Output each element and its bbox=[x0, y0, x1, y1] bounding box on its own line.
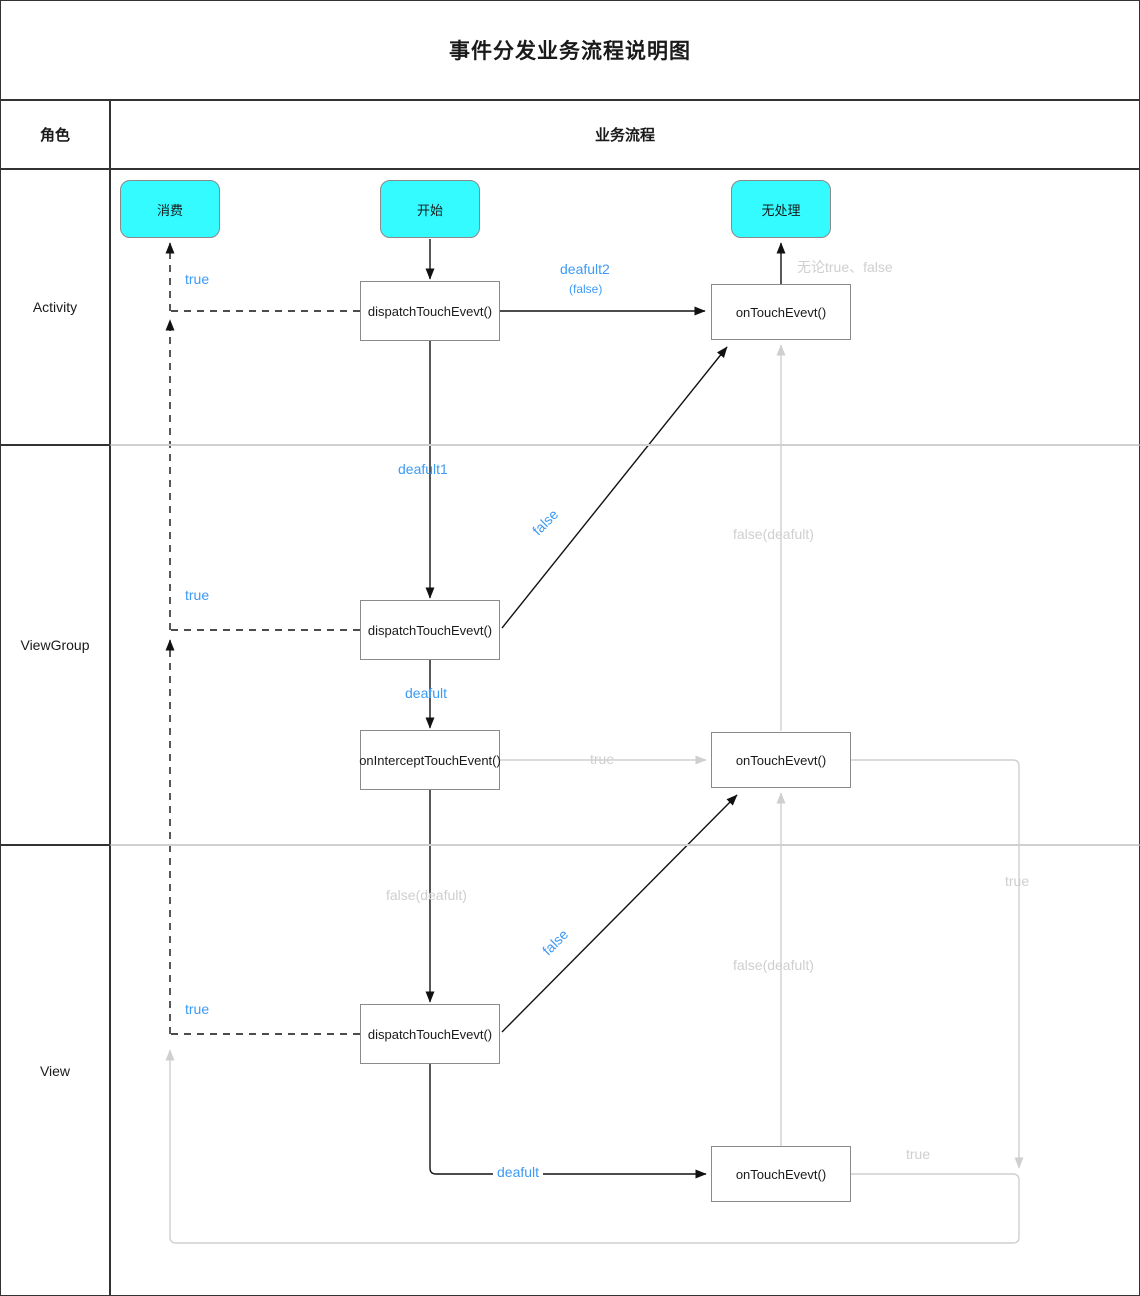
node-consume[interactable]: 消费 bbox=[120, 180, 220, 238]
header-flow-label: 业务流程 bbox=[594, 127, 655, 144]
edge-label-viewgroup-true: true bbox=[185, 587, 210, 603]
lane-view-text: View bbox=[39, 1062, 71, 1079]
node-activity-ontouch-label: onTouchEvevt() bbox=[735, 304, 827, 320]
title-cell: 事件分发业务流程说明图 bbox=[0, 0, 1140, 100]
lane-viewgroup-text: ViewGroup bbox=[20, 637, 90, 653]
edge-label-deafult-intercept: deafult bbox=[405, 685, 448, 701]
node-view-ontouch[interactable]: onTouchEvevt() bbox=[711, 1146, 851, 1202]
node-activity-ontouch[interactable]: onTouchEvevt() bbox=[711, 284, 851, 340]
node-no-handle[interactable]: 无处理 bbox=[731, 180, 831, 238]
edge-label-intercept-true: true bbox=[590, 751, 615, 767]
edge-label-view-false-deafult: false(deafult) bbox=[386, 887, 467, 903]
node-start[interactable]: 开始 bbox=[380, 180, 480, 238]
lane-label-activity: Activity bbox=[0, 169, 110, 445]
page-title: 事件分发业务流程说明图 bbox=[449, 40, 691, 63]
edge-label-deafult2-sub: (false) bbox=[569, 282, 603, 296]
node-viewgroup-intercept-label: onInterceptTouchEvent() bbox=[359, 752, 501, 768]
edge-label-activity-ontouch-false: false(deafult) bbox=[733, 526, 814, 542]
edge-label-deafult-view-ontouch: deafult bbox=[493, 1164, 544, 1180]
edge-label-nohandle-any: 无论true、false bbox=[797, 259, 893, 275]
header-flow-cell: 业务流程 bbox=[110, 100, 1140, 169]
node-no-handle-label: 无处理 bbox=[761, 202, 801, 218]
edge-label-right-true-upper: true bbox=[1005, 873, 1030, 889]
node-start-label: 开始 bbox=[416, 202, 443, 218]
node-view-dispatch-label: dispatchTouchEvevt() bbox=[367, 1026, 493, 1042]
edge-label-view-true: true bbox=[185, 1001, 210, 1017]
header-role-cell: 角色 bbox=[0, 100, 110, 169]
node-viewgroup-dispatch[interactable]: dispatchTouchEvevt() bbox=[360, 600, 500, 660]
lane-body-view bbox=[110, 845, 1140, 1296]
node-viewgroup-intercept[interactable]: onInterceptTouchEvent() bbox=[359, 730, 501, 790]
node-viewgroup-dispatch-label: dispatchTouchEvevt() bbox=[367, 622, 493, 638]
node-consume-label: 消费 bbox=[156, 202, 183, 218]
lane-body-activity bbox=[110, 169, 1140, 445]
node-view-dispatch[interactable]: dispatchTouchEvevt() bbox=[360, 1004, 500, 1064]
edge-label-right-true-lower: true bbox=[906, 1146, 931, 1162]
edge-label-viewgroup-ontouch-false: false(deafult) bbox=[733, 957, 814, 973]
header-role-label: 角色 bbox=[39, 127, 70, 144]
edge-label-deafult2: deafult2 bbox=[560, 261, 610, 277]
lane-label-view: View bbox=[0, 845, 110, 1296]
edge-label-deafult1: deafult1 bbox=[398, 461, 448, 477]
lane-activity-text: Activity bbox=[32, 299, 78, 315]
edge-label-activity-true: true bbox=[185, 271, 210, 287]
node-activity-dispatch[interactable]: dispatchTouchEvevt() bbox=[360, 281, 500, 341]
node-viewgroup-ontouch-label: onTouchEvevt() bbox=[735, 752, 827, 768]
node-viewgroup-ontouch[interactable]: onTouchEvevt() bbox=[711, 732, 851, 788]
node-view-ontouch-label: onTouchEvevt() bbox=[735, 1166, 827, 1182]
lane-body-viewgroup bbox=[110, 445, 1140, 845]
lane-label-viewgroup: ViewGroup bbox=[0, 445, 110, 845]
node-activity-dispatch-label: dispatchTouchEvevt() bbox=[367, 303, 493, 319]
